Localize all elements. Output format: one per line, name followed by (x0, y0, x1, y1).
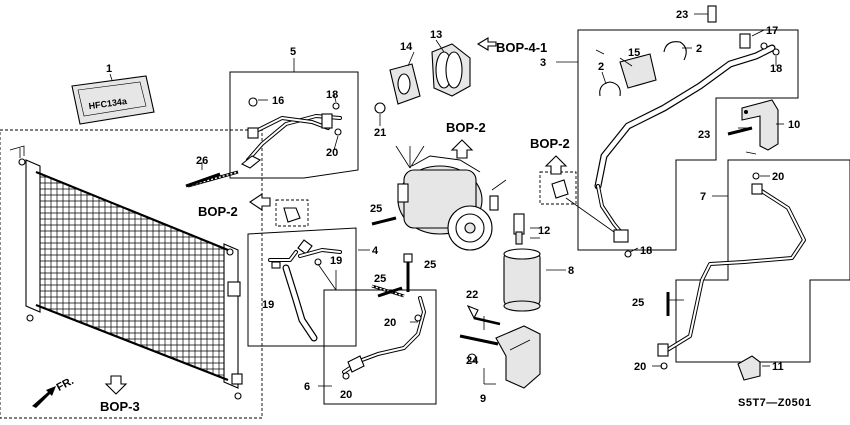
callout-25-right: 25 (632, 297, 644, 309)
callout-12: 12 (538, 225, 550, 237)
callout-18-left: 18 (326, 89, 338, 101)
callout-24: 24 (466, 355, 479, 367)
condenser-left-tank (25, 159, 41, 313)
callout-25-lower: 25 (374, 273, 386, 285)
bracket-24 (459, 325, 541, 389)
callout-20-right: 20 (772, 171, 784, 183)
callout-18-lower-right: 18 (640, 245, 652, 257)
callout-11: 11 (772, 361, 784, 373)
callout-4: 4 (372, 245, 379, 257)
callout-8: 8 (568, 265, 574, 277)
clamp-2-left-icon (599, 81, 621, 97)
hose-group-3-box (577, 29, 799, 251)
leader-lines (109, 13, 784, 387)
callout-23-middle: 23 (698, 129, 710, 141)
bop-2-right-label: BOP-2 (530, 136, 570, 151)
clamp-2-right-icon (663, 41, 687, 61)
callout-25-upper: 25 (370, 203, 382, 215)
callout-20-middle: 20 (384, 317, 396, 329)
grommets (374, 43, 471, 114)
pipe-6-box (323, 289, 437, 405)
callout-1: 1 (106, 63, 112, 75)
callout-2-left: 2 (598, 61, 604, 73)
bop-2-top-label: BOP-2 (446, 120, 486, 135)
callout-14: 14 (400, 41, 413, 53)
callout-20-bottom: 20 (340, 389, 352, 401)
callout-2-right: 2 (696, 43, 702, 55)
callout-numbers: 1 2 2 3 4 5 6 7 8 9 10 11 12 13 14 15 16… (106, 9, 800, 405)
suction-pipe-group (247, 227, 357, 347)
callout-19-left: 19 (262, 299, 274, 311)
condenser-right-tank (223, 243, 239, 389)
bop-2-top-arrow-icon (450, 139, 474, 159)
callout-15: 15 (628, 47, 640, 59)
discharge-hose-group (187, 71, 359, 188)
diagram-code: S5T7—Z0501 (738, 397, 811, 409)
callout-3: 3 (540, 57, 546, 69)
hose-group-3 (577, 5, 799, 258)
bop-3-arrow-icon (104, 375, 128, 395)
receiver-drier-body (503, 251, 541, 307)
suction-pipe-box (247, 227, 357, 347)
label-plate: HFC134a (71, 75, 155, 125)
detail-box-left (275, 199, 309, 227)
receiver-drier (466, 213, 541, 326)
callout-23-top: 23 (676, 9, 688, 21)
callout-9: 9 (480, 393, 486, 405)
bolt-26 (185, 172, 221, 188)
clip-11 (737, 355, 761, 381)
bracket-10 (727, 99, 779, 151)
bracket-10-body (741, 99, 779, 151)
callout-20-top: 20 (326, 147, 338, 159)
condenser (0, 129, 263, 419)
front-direction-label: FR. (55, 375, 76, 394)
compressor (395, 145, 507, 251)
callout-13: 13 (430, 29, 442, 41)
bop-3-label: BOP-3 (100, 399, 140, 414)
bop-4-1-arrow-icon (476, 37, 497, 51)
pipe-7-box (675, 159, 850, 363)
pipe-7-group (657, 159, 850, 370)
bop-2-left-arrow-icon (249, 192, 271, 212)
bop-2-left-label: BOP-2 (198, 204, 238, 219)
discharge-hose-box (229, 71, 359, 179)
callout-26: 26 (196, 155, 208, 167)
hose-sleeve-15 (619, 53, 657, 89)
bolt-16-icon (248, 97, 258, 107)
callout-10: 10 (788, 119, 800, 131)
nut-21-icon (374, 102, 386, 114)
condenser-outline (0, 129, 263, 419)
pipe-6-group (323, 284, 437, 405)
callout-6: 6 (304, 381, 310, 393)
callout-18-top-right: 18 (770, 63, 782, 75)
callout-7: 7 (700, 191, 706, 203)
callout-22: 22 (466, 289, 478, 301)
bop-4-1-label: BOP-4-1 (496, 40, 547, 55)
front-direction-arrow-icon (32, 386, 56, 408)
callout-20-lower-right: 20 (634, 361, 646, 373)
callout-17: 17 (766, 25, 778, 37)
bracket-24-body (495, 325, 541, 389)
callout-21: 21 (374, 127, 386, 139)
callout-25-center: 25 (424, 259, 436, 271)
callout-19-right: 19 (330, 255, 342, 267)
callout-5: 5 (290, 46, 296, 58)
bop-2-right-arrow-icon (544, 155, 568, 175)
callout-16: 16 (272, 95, 284, 107)
